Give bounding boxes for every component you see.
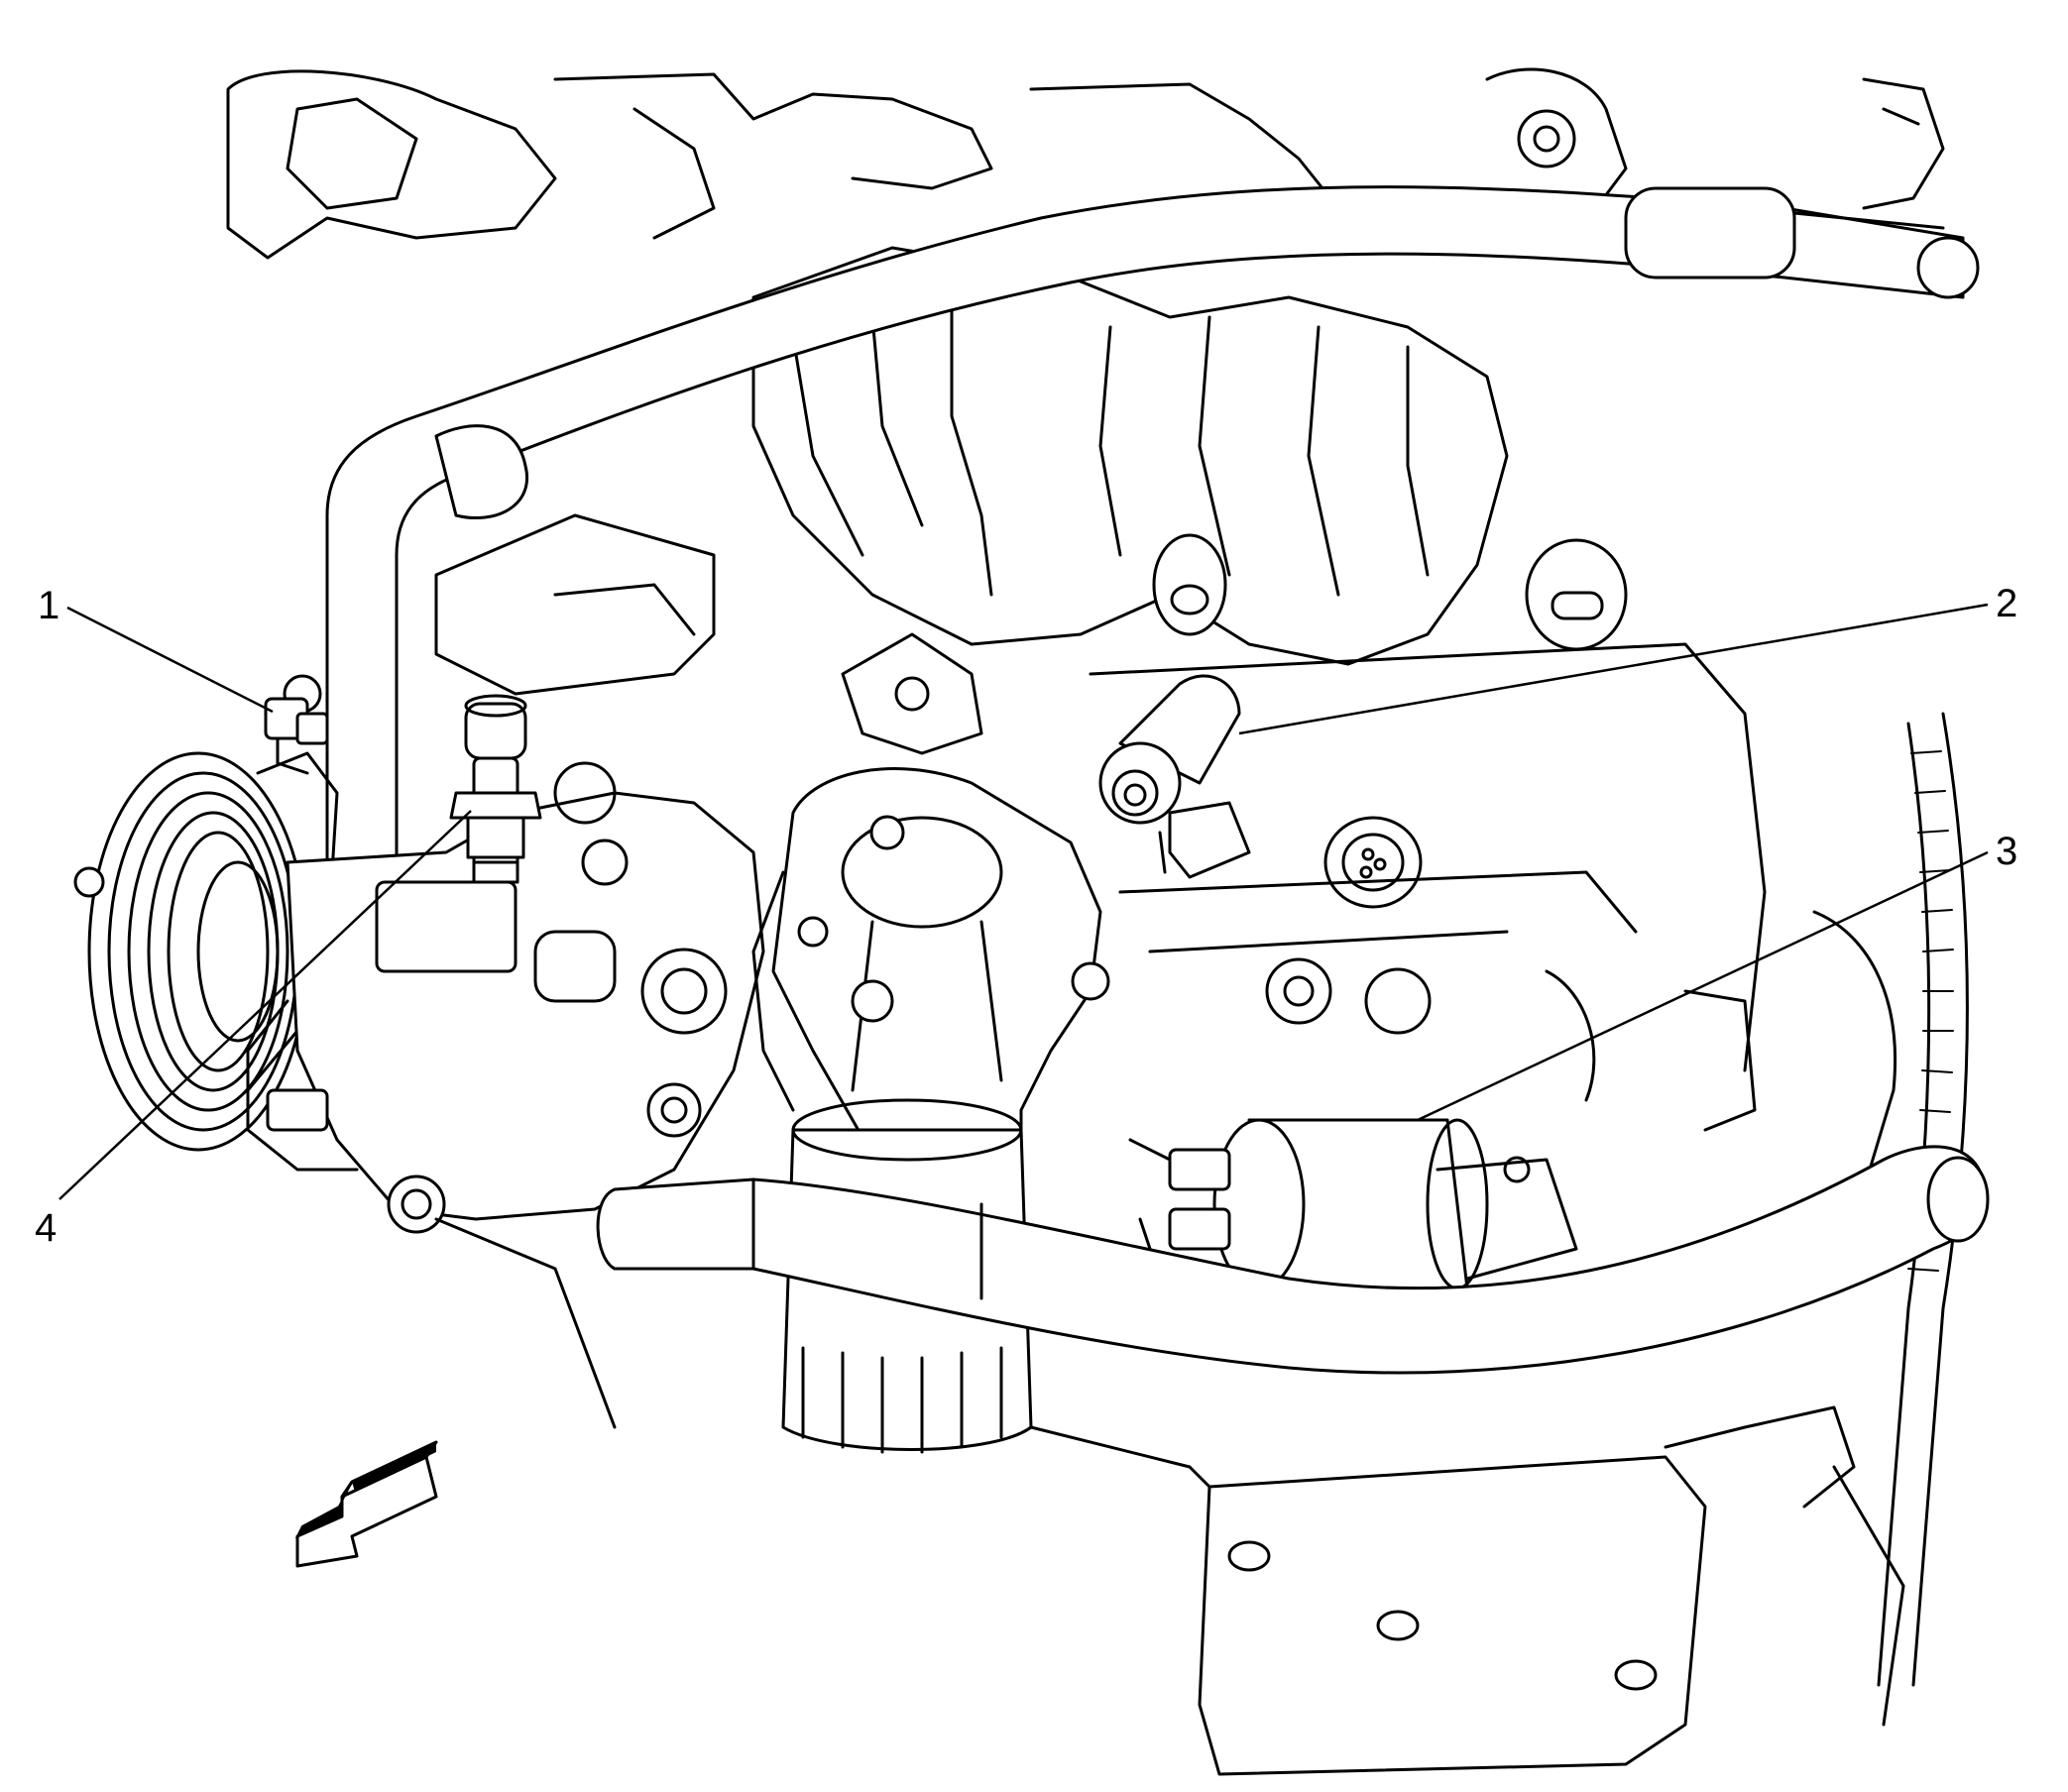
component-1-connector — [264, 697, 329, 775]
front-direction-arrow-icon — [294, 1440, 438, 1568]
upper-engine-block — [226, 67, 1945, 260]
pump-housing — [246, 674, 765, 1234]
lower-bracket — [434, 1217, 1905, 1776]
center-bracket — [434, 513, 983, 755]
callout-3-label: 3 — [1996, 830, 2017, 873]
oil-filter-adapter — [751, 767, 1110, 1191]
component-3-starter-solenoid — [1128, 1118, 1578, 1330]
exhaust-heat-shield — [751, 246, 1628, 666]
round-connector — [1323, 816, 1423, 909]
callout-4: 4 — [35, 810, 472, 1250]
callout-2: 2 — [1238, 582, 2017, 735]
component-4-pressure-sensor — [449, 694, 542, 884]
component-2-knock-sensor — [1098, 674, 1251, 879]
ac-compressor-pulley — [73, 751, 339, 1152]
callout-4-label: 4 — [35, 1206, 57, 1250]
callout-1: 1 — [38, 584, 274, 714]
upper-coolant-tube — [325, 185, 1980, 864]
callout-1-label: 1 — [38, 584, 59, 627]
lower-coolant-tube — [596, 1145, 1990, 1375]
callout-2-label: 2 — [1996, 582, 2017, 625]
engine-block-right — [1089, 642, 1767, 1132]
callout-3: 3 — [1417, 830, 2017, 1122]
